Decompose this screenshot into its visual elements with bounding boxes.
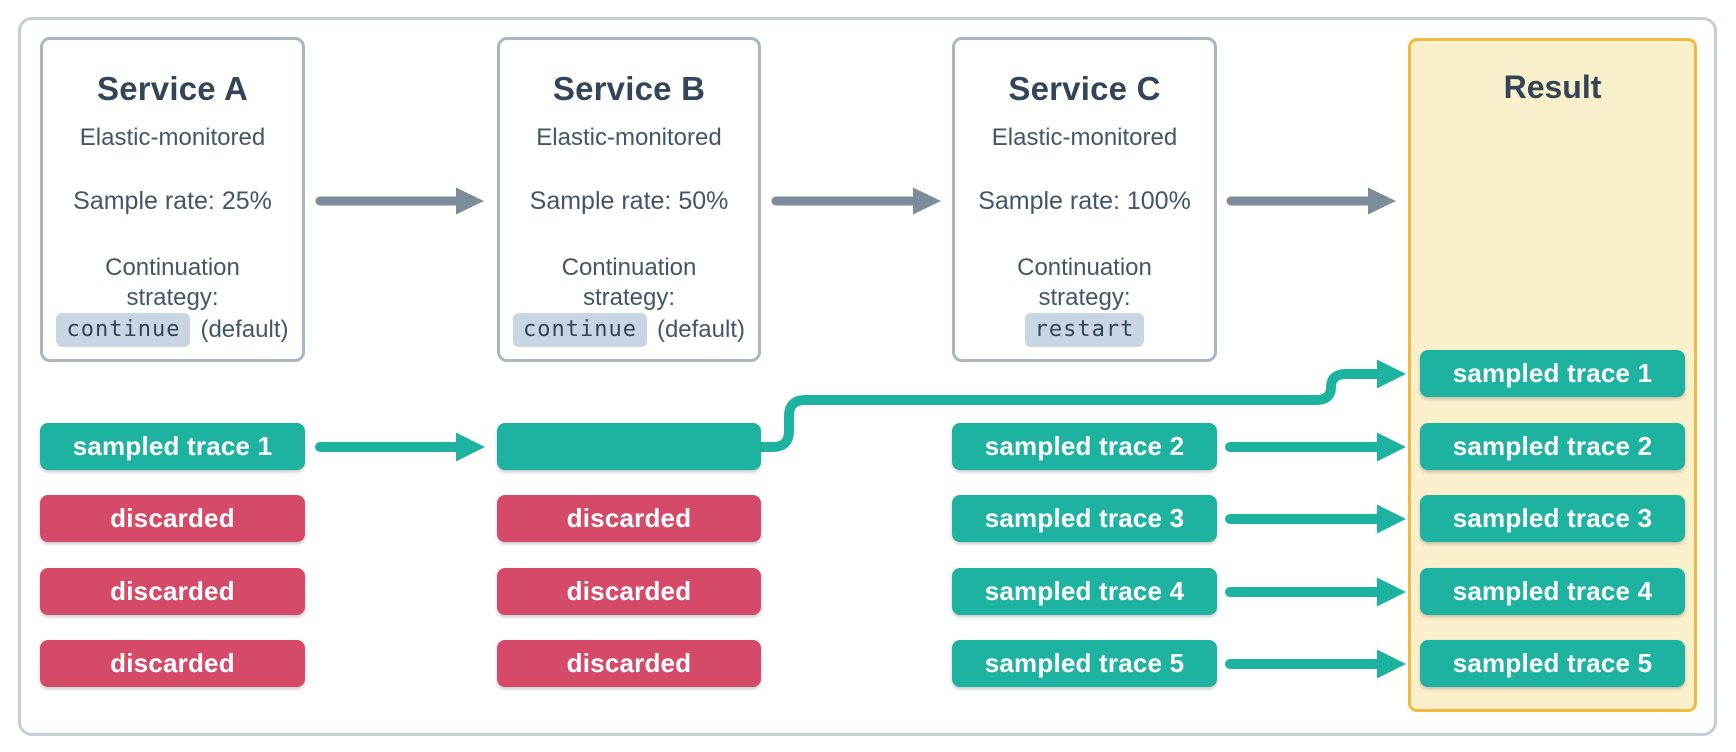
service-b-strategy-row: continue (default) bbox=[500, 312, 758, 348]
result-trace-1: sampled trace 1 bbox=[1420, 350, 1685, 397]
trace-box-c-sampled-3: sampled trace 3 bbox=[952, 495, 1217, 542]
service-a-strategy-badge: continue bbox=[56, 313, 191, 347]
service-c-sample-rate: Sample rate: 100% bbox=[978, 187, 1191, 215]
service-c-monitored: Elastic-monitored bbox=[991, 124, 1178, 151]
result-trace-2: sampled trace 2 bbox=[1420, 423, 1685, 470]
result-trace-5: sampled trace 5 bbox=[1420, 640, 1685, 687]
trace-box-c-sampled-2: sampled trace 2 bbox=[952, 423, 1217, 470]
service-a-box: Service A Elastic-monitored Sample rate:… bbox=[40, 37, 305, 362]
service-a-monitored: Elastic-monitored bbox=[79, 124, 266, 151]
service-b-monitored: Elastic-monitored bbox=[536, 124, 722, 151]
trace-box-a-discarded-1: discarded bbox=[40, 495, 305, 542]
service-b-strategy-note: (default) bbox=[656, 316, 745, 343]
trace-box-b-discarded-2: discarded bbox=[497, 568, 761, 615]
diagram-frame bbox=[18, 17, 1717, 736]
service-b-continuation-label: Continuation strategy: bbox=[561, 254, 697, 311]
trace-box-a-sampled-1: sampled trace 1 bbox=[40, 423, 305, 470]
service-a-strategy-row: continue (default) bbox=[43, 312, 302, 348]
trace-box-a-discarded-2: discarded bbox=[40, 568, 305, 615]
trace-box-b-discarded-1: discarded bbox=[497, 495, 761, 542]
trace-box-b-sampled-unlabeled bbox=[497, 423, 761, 470]
result-trace-3: sampled trace 3 bbox=[1420, 495, 1685, 542]
service-c-box: Service C Elastic-monitored Sample rate:… bbox=[952, 37, 1217, 362]
result-trace-4: sampled trace 4 bbox=[1420, 568, 1685, 615]
result-title: Result bbox=[1503, 69, 1602, 105]
service-a-sample-rate: Sample rate: 25% bbox=[73, 187, 272, 215]
service-b-title: Service B bbox=[552, 70, 706, 107]
trace-box-a-discarded-3: discarded bbox=[40, 640, 305, 687]
trace-box-c-sampled-4: sampled trace 4 bbox=[952, 568, 1217, 615]
service-c-title: Service C bbox=[1008, 70, 1161, 107]
service-b-strategy-badge: continue bbox=[512, 313, 647, 347]
trace-box-c-sampled-5: sampled trace 5 bbox=[952, 640, 1217, 687]
service-c-strategy-row: restart bbox=[955, 312, 1214, 348]
service-a-continuation-label: Continuation strategy: bbox=[105, 254, 240, 311]
service-b-box: Service B Elastic-monitored Sample rate:… bbox=[497, 37, 761, 362]
service-a-strategy-note: (default) bbox=[200, 316, 289, 343]
trace-box-b-discarded-3: discarded bbox=[497, 640, 761, 687]
service-b-sample-rate: Sample rate: 50% bbox=[529, 187, 729, 215]
service-c-strategy-badge: restart bbox=[1024, 313, 1145, 347]
service-c-continuation-label: Continuation strategy: bbox=[1017, 254, 1152, 311]
service-a-title: Service A bbox=[96, 70, 248, 107]
